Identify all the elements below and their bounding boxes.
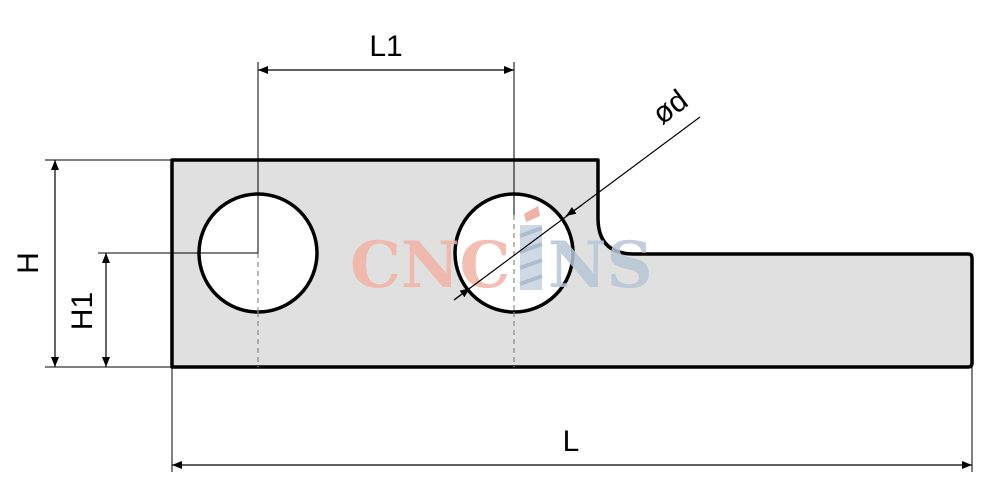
label-diameter: ød [646, 84, 694, 131]
label-H1: H1 [66, 292, 99, 330]
label-H: H [12, 252, 45, 274]
watermark-logo: CNC NS [350, 206, 653, 303]
svg-text:NS: NS [548, 228, 653, 303]
svg-text:CNC: CNC [350, 228, 510, 303]
dimension-L1: L1 [257, 30, 515, 253]
dimension-H: H [12, 159, 172, 368]
end-mill-icon [519, 206, 543, 290]
label-L: L [563, 425, 580, 458]
dimension-H1: H1 [66, 252, 258, 367]
label-L1: L1 [369, 30, 402, 63]
dimension-L: L [171, 367, 973, 472]
